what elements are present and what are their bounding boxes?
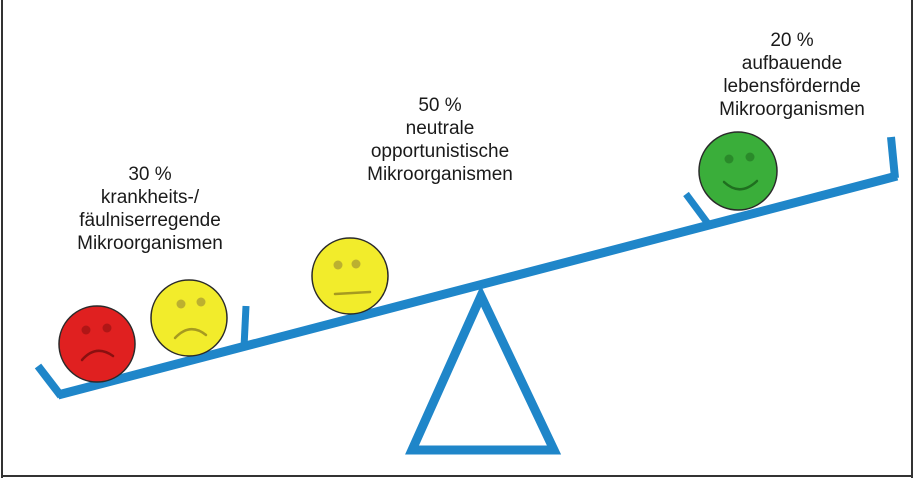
seesaw-beam xyxy=(56,171,899,400)
beam-right-end-post xyxy=(887,136,899,179)
label-beneficial-line-1: aufbauende xyxy=(741,53,843,74)
label-beneficial-line-2: lebensfördernde xyxy=(723,76,861,97)
label-neutral-line-2: opportunistische xyxy=(370,141,510,162)
beam-right-divider-post xyxy=(683,191,712,228)
label-beneficial-percent: 20 % xyxy=(770,30,814,51)
beam-left-divider-post xyxy=(240,305,250,348)
label-pathogenic: 30 % krankheits-/ fäulniserregende Mikro… xyxy=(40,163,260,255)
label-neutral-line-3: Mikroorganismen xyxy=(367,164,513,185)
neutral-face-icon xyxy=(311,237,389,315)
label-pathogenic-percent: 30 % xyxy=(128,164,172,185)
label-neutral: 50 % neutrale opportunistische Mikroorga… xyxy=(330,94,550,186)
label-pathogenic-line-1: krankheits-/ xyxy=(100,187,200,208)
yellow-sad-face-icon xyxy=(150,279,228,357)
happy-face-icon xyxy=(698,131,778,211)
label-neutral-percent: 50 % xyxy=(418,95,462,116)
beam-left-end-post xyxy=(34,363,65,399)
label-pathogenic-line-2: fäulniserregende xyxy=(79,210,221,231)
fulcrum-triangle xyxy=(405,285,562,455)
label-beneficial: 20 % aufbauende lebensfördernde Mikroorg… xyxy=(682,29,902,121)
sad-face-icon xyxy=(58,305,136,383)
label-beneficial-line-3: Mikroorganismen xyxy=(719,99,865,120)
label-neutral-line-1: neutrale xyxy=(405,118,475,139)
label-pathogenic-line-3: Mikroorganismen xyxy=(77,233,223,254)
